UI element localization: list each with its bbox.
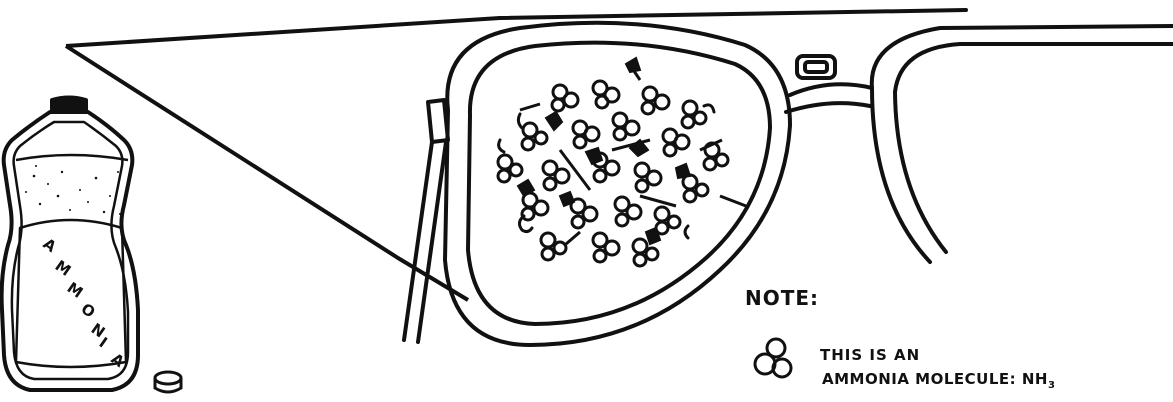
nose-pad-inner	[805, 62, 827, 72]
ammonia-molecule	[522, 123, 547, 150]
note-formula-subscript: 3	[1048, 380, 1055, 391]
ammonia-molecule	[522, 193, 548, 220]
note-text-line2: AMMONIA MOLECULE: NH3	[822, 370, 1055, 391]
ammonia-molecule	[683, 175, 708, 202]
left-lens-inner	[468, 43, 770, 324]
ammonia-molecule	[593, 81, 619, 108]
legend-ammonia-molecule	[755, 339, 791, 377]
ammonia-molecule	[571, 199, 597, 228]
bottle-letter: A	[40, 235, 61, 257]
note-text-line1: THIS IS AN	[820, 346, 920, 364]
dark-molecule	[586, 148, 602, 164]
bottle-letter: O	[78, 300, 100, 323]
ammonia-molecule	[552, 85, 578, 111]
temple-arm	[404, 142, 432, 340]
ammonia-molecule	[498, 155, 522, 182]
dark-molecule	[626, 58, 640, 72]
bottle-letter: M	[52, 257, 75, 281]
ammonia-molecule	[593, 233, 619, 262]
hook-molecule	[685, 226, 688, 238]
nose-bridge-inner	[786, 103, 870, 112]
right-lens-inner	[895, 44, 1173, 92]
ammonia-molecule	[642, 87, 669, 114]
bottle-inner-outline	[12, 122, 128, 379]
temple-hinge	[428, 100, 448, 142]
hook-molecule	[499, 140, 504, 152]
bottle-cap	[52, 98, 86, 113]
bottle-label-text: A M M O N I A	[40, 235, 129, 372]
ammonia-molecule	[613, 113, 639, 140]
ammonia-molecule	[655, 207, 680, 234]
ammonia-bottle	[2, 98, 138, 391]
dark-molecule	[560, 192, 574, 206]
nose-pad	[797, 56, 835, 78]
ammonia-molecule	[682, 101, 706, 128]
temple-arm-edge	[418, 142, 446, 342]
liquid-level	[16, 155, 128, 160]
ammonia-molecule	[635, 163, 661, 192]
left-lens-frame-outer	[445, 23, 790, 345]
ammonia-molecule	[615, 197, 641, 226]
liquid-speckles	[25, 165, 121, 215]
dark-molecule	[676, 164, 690, 178]
ammonia-molecule	[541, 233, 566, 260]
bottle-letter: M	[64, 279, 87, 303]
nose-bridge	[790, 84, 872, 95]
ammonia-molecule	[573, 121, 599, 148]
note-formula-text: AMMONIA MOLECULE: NH	[822, 370, 1048, 388]
right-lens-frame-outer-side	[872, 88, 930, 262]
glasses-top-bar	[500, 10, 966, 18]
ammonia-molecule	[663, 129, 689, 156]
dark-molecule	[546, 112, 562, 130]
note-title: NOTE:	[745, 286, 819, 310]
hook-molecule	[704, 105, 714, 112]
hook-molecule	[518, 114, 522, 128]
loose-cap	[155, 372, 181, 392]
ammonia-molecule	[543, 161, 569, 190]
molecule-cluster	[498, 62, 746, 266]
